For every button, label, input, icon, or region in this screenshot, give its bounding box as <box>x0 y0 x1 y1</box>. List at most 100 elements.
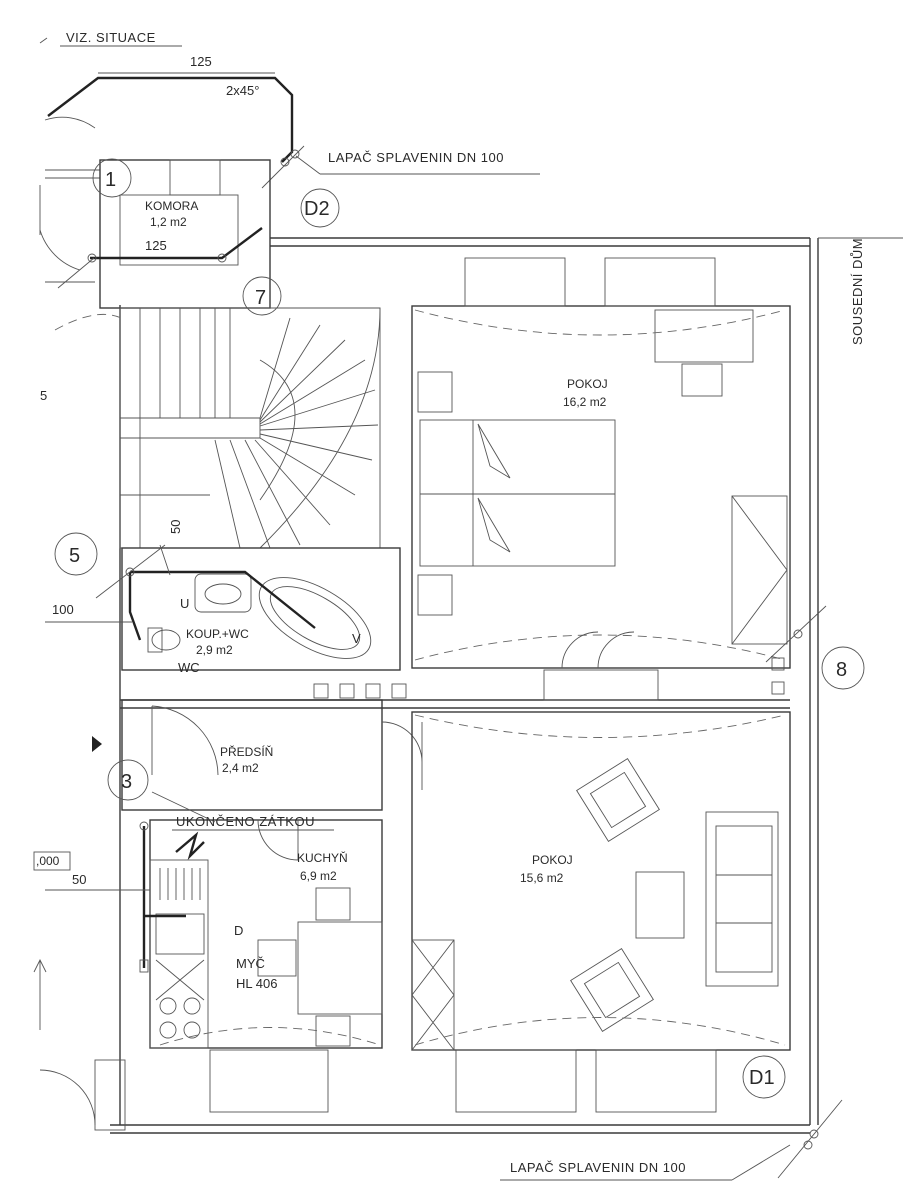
nightstand-2 <box>417 574 453 616</box>
pipe-arrow <box>57 257 95 289</box>
dim-top-125: 125 <box>190 54 212 69</box>
room-predsin-name: PŘEDSÍŇ <box>220 744 273 759</box>
dash-arc <box>414 714 786 738</box>
svg-text:1: 1 <box>105 169 116 191</box>
pipe-arrow <box>95 544 166 599</box>
room-pokoj-2-area: 15,6 m2 <box>520 871 564 885</box>
ukonceno-leader <box>151 791 216 823</box>
stair-landing <box>120 417 261 439</box>
living-shelf-cross <box>411 939 455 1051</box>
nightstand-1 <box>417 371 453 413</box>
stair-curve <box>259 307 381 549</box>
dining-chair <box>315 887 351 921</box>
label-v: V <box>352 631 361 646</box>
dash-arc <box>54 313 126 331</box>
komora-vent <box>169 159 221 196</box>
stair-treads <box>139 308 379 549</box>
entry-door <box>151 705 219 776</box>
svg-text:3: 3 <box>121 771 132 793</box>
grille-boxes <box>313 683 407 699</box>
dishwasher <box>257 939 297 977</box>
elevation-label: ,000 <box>36 854 60 868</box>
predsin-walls <box>121 699 383 811</box>
komora-walls <box>99 159 271 309</box>
room-predsin-area: 2,4 m2 <box>222 761 259 775</box>
vent-box <box>771 657 785 671</box>
dim-komora-125: 125 <box>145 238 167 253</box>
dash-arc <box>159 1027 381 1046</box>
sousedni-dum-label: SOUSEDNÍ DŮM <box>850 238 865 345</box>
bedroom-door <box>561 631 635 669</box>
room-komora-name: KOMORA <box>145 199 198 213</box>
label-d: D <box>234 923 243 938</box>
bathtub-inner <box>269 586 361 650</box>
window-1 <box>464 257 566 307</box>
desk <box>654 309 754 363</box>
pokoj-1-walls <box>411 305 791 669</box>
sofa <box>705 811 779 987</box>
svg-text:D2: D2 <box>304 198 330 220</box>
pipe-fitting <box>217 253 227 263</box>
label-myc: MYČ <box>236 956 265 971</box>
marker-7: 7 <box>242 276 282 316</box>
exterior-stair-arrow <box>33 958 47 1030</box>
wardrobe <box>731 495 788 645</box>
room-kuchyn-area: 6,9 m2 <box>300 869 337 883</box>
drain-pipe-top <box>47 76 294 163</box>
ukonceno-zatkou-label: UKONČENO ZÁTKOU <box>176 814 315 829</box>
marker-d2: D2 <box>300 188 340 228</box>
label-u: U <box>180 596 189 611</box>
inner-door <box>381 721 423 790</box>
lapac-top-label: LAPAČ SPLAVENIN DN 100 <box>328 150 504 165</box>
armchair-bottom <box>570 948 654 1032</box>
marker-3: 3 <box>107 759 149 801</box>
toilet-tank <box>147 627 163 653</box>
kitchen-cabinet-lines <box>159 868 201 900</box>
window-bedroom-bottom <box>543 669 659 701</box>
marker-8: 8 <box>821 646 865 690</box>
marker-5: 5 <box>54 532 98 576</box>
marker-1: 1 <box>92 158 132 198</box>
lapac-bottom-label: LAPAČ SPLAVENIN DN 100 <box>510 1160 686 1175</box>
pipe-fitting <box>125 567 135 577</box>
pipe-fitting <box>290 149 300 159</box>
pipe-cap <box>139 959 149 973</box>
wardrobe-diagonal <box>731 495 788 645</box>
pipe-fitting <box>809 1129 819 1139</box>
pipe-fitting <box>87 253 97 263</box>
living-shelf <box>411 939 455 1051</box>
komora-pipe <box>90 227 263 260</box>
bathroom-pipe-down <box>128 572 142 641</box>
dim-angle: 2x45° <box>226 83 259 98</box>
vent-box <box>771 681 785 695</box>
svg-text:8: 8 <box>836 659 847 681</box>
coffee-table <box>635 871 685 939</box>
pipe-fitting <box>139 821 149 831</box>
kitchen-counter <box>149 859 209 1049</box>
bathroom-pipe <box>130 570 316 629</box>
window-2 <box>604 257 716 307</box>
kitchen-door <box>257 819 299 861</box>
washbasin-bowl <box>204 583 242 605</box>
room-pokoj-2-name: POKOJ <box>532 853 573 867</box>
dim-50-bottom: 50 <box>72 872 86 887</box>
svg-text:D1: D1 <box>749 1067 775 1089</box>
kitchen-window <box>209 1049 329 1113</box>
svg-text:7: 7 <box>255 287 266 309</box>
pipe-fitting <box>793 629 803 639</box>
room-kuchyn-name: KUCHYŇ <box>297 850 348 865</box>
left-edge-lines <box>39 169 100 235</box>
dining-table <box>297 921 383 1015</box>
lapac-bottom-leader <box>731 1144 791 1181</box>
living-window-2 <box>595 1049 717 1113</box>
misc-label: 5 <box>40 388 47 403</box>
dim-50-top: 50 <box>168 520 183 534</box>
dash-arc <box>414 634 786 661</box>
double-bed <box>419 419 616 567</box>
dash-arc <box>414 1017 786 1046</box>
label-wc: WC <box>178 660 200 675</box>
pipe-break <box>175 831 205 861</box>
dim-tick <box>159 544 171 576</box>
pipe-arrow <box>777 1099 843 1179</box>
bathroom-walls <box>121 547 401 671</box>
